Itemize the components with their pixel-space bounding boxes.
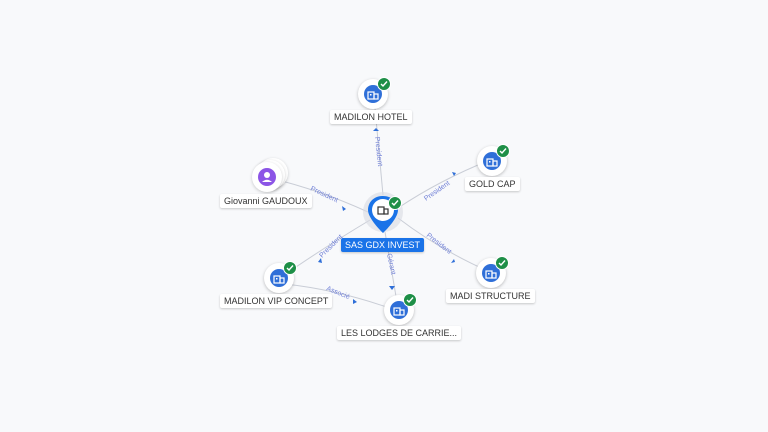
edge-vip-lodges: [284, 283, 396, 311]
building-icon: [485, 270, 497, 279]
edge-label-les-lodges: Gérant: [385, 253, 396, 275]
node-circle: [252, 162, 282, 192]
node-label-madi-structure[interactable]: MADI STRUCTURE: [446, 289, 535, 303]
arrow-head: [318, 258, 322, 263]
node-label-madilon-hotel[interactable]: MADILON HOTEL: [330, 110, 412, 124]
verified-check-icon: [388, 196, 402, 210]
node-center[interactable]: [362, 191, 404, 242]
verified-check-icon: [495, 256, 509, 270]
node-label-madilon-vip[interactable]: MADILON VIP CONCEPT: [220, 294, 333, 308]
arrow-head: [353, 299, 357, 304]
verified-check-icon: [496, 144, 510, 158]
verified-check-icon: [403, 293, 417, 307]
building-icon: [273, 275, 285, 284]
node-label-center[interactable]: SAS GDX INVEST: [341, 238, 425, 252]
node-label-les-lodges[interactable]: LES LODGES DE CARRIE...: [337, 326, 462, 340]
building-icon: [486, 158, 498, 167]
node-circle: [384, 295, 414, 325]
edge-label-madilon-hotel: President: [373, 136, 383, 166]
edge-label-madi-structure: President: [425, 232, 453, 256]
arrow-head: [452, 172, 456, 176]
node-label-gold-cap[interactable]: GOLD CAP: [465, 177, 520, 191]
arrow-head: [373, 128, 379, 131]
verified-check-icon: [377, 77, 391, 91]
building-icon: [393, 307, 405, 316]
arrow-head: [451, 259, 455, 263]
person-icon: [262, 172, 272, 182]
node-label-giovanni[interactable]: Giovanni GAUDOUX: [220, 194, 312, 208]
arrow-head: [389, 286, 395, 290]
edge-label-gold-cap: President: [423, 180, 451, 203]
building-icon: [367, 91, 379, 100]
arrow-head: [342, 206, 346, 211]
verified-check-icon: [283, 261, 297, 275]
edge-label-giovanni: President: [309, 185, 339, 204]
